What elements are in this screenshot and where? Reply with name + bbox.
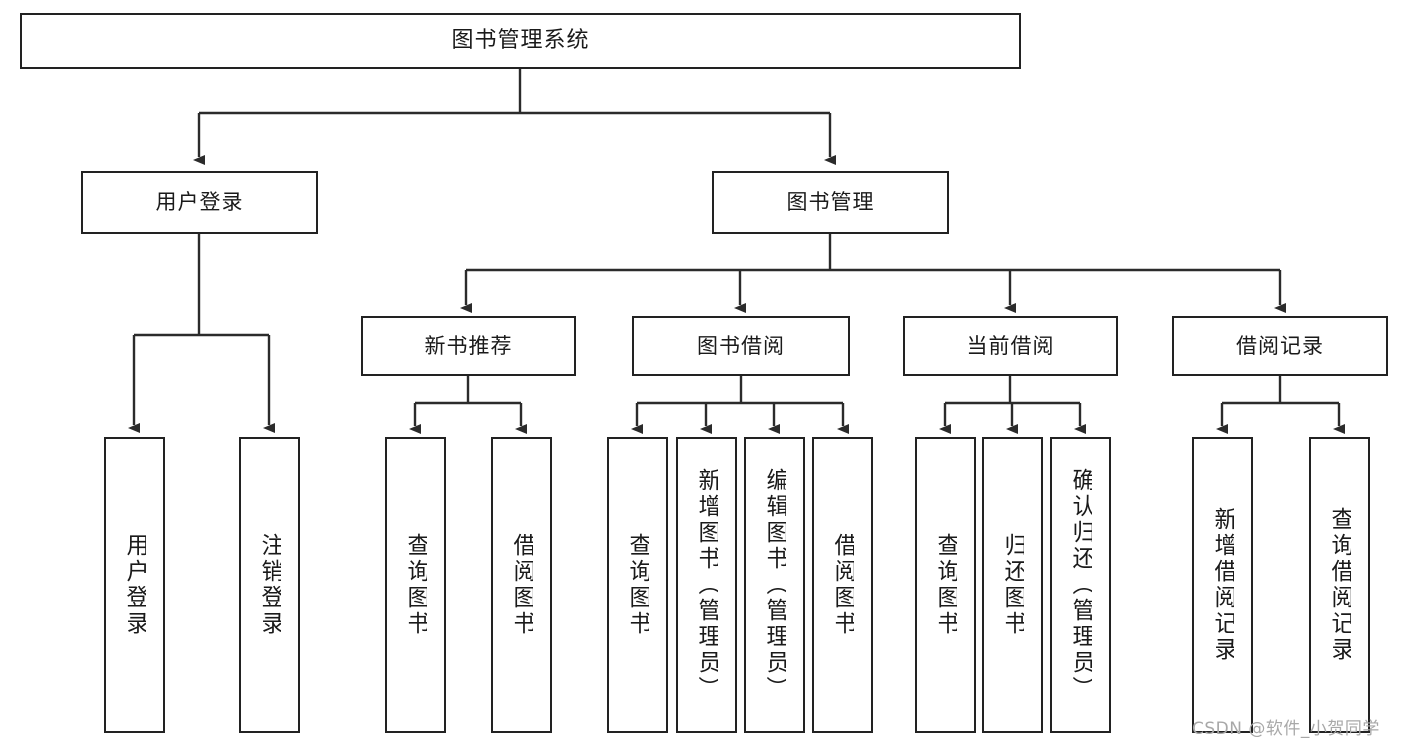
node-label: 图书管理系统 [451, 28, 590, 54]
leaf-current-return-book[interactable]: 归还图书 [982, 437, 1043, 733]
node-label: 图书管理 [786, 190, 875, 215]
leaf-user-login-login[interactable]: 用户登录 [104, 437, 165, 733]
node-label: 用户登录 [123, 533, 146, 637]
leaf-current-query-book[interactable]: 查询图书 [915, 437, 976, 733]
leaf-borrow-borrow-book[interactable]: 借阅图书 [812, 437, 873, 733]
node-label: 图书借阅 [697, 333, 785, 358]
node-book-borrow[interactable]: 图书借阅 [632, 316, 850, 376]
watermark-text: CSDN @软件_小贺同学 [1192, 719, 1380, 739]
leaf-borrow-edit-book-admin[interactable]: 编辑图书（管理员） [744, 437, 805, 733]
node-label: 归还图书 [1001, 533, 1024, 637]
node-label: 查询借阅记录 [1328, 507, 1351, 663]
leaf-recommend-borrow-book[interactable]: 借阅图书 [491, 437, 552, 733]
node-label: 注销登录 [258, 533, 281, 637]
node-label: 用户登录 [155, 190, 244, 215]
leaf-user-login-logout[interactable]: 注销登录 [239, 437, 300, 733]
node-label: 确认归还（管理员） [1069, 468, 1092, 702]
node-label: 新增图书（管理员） [695, 468, 718, 702]
node-label: 借阅图书 [831, 533, 854, 637]
node-book-management[interactable]: 图书管理 [712, 171, 949, 234]
node-borrow-records[interactable]: 借阅记录 [1172, 316, 1388, 376]
leaf-borrow-query-book[interactable]: 查询图书 [607, 437, 668, 733]
node-label: 借阅图书 [510, 533, 533, 637]
leaf-records-query-record[interactable]: 查询借阅记录 [1309, 437, 1370, 733]
node-new-book-recommend[interactable]: 新书推荐 [361, 316, 576, 376]
leaf-records-add-record[interactable]: 新增借阅记录 [1192, 437, 1253, 733]
node-label: 查询图书 [626, 533, 649, 637]
leaf-borrow-add-book-admin[interactable]: 新增图书（管理员） [676, 437, 737, 733]
node-label: 查询图书 [934, 533, 957, 637]
node-label: 新增借阅记录 [1211, 507, 1234, 663]
node-current-borrow[interactable]: 当前借阅 [903, 316, 1118, 376]
node-label: 新书推荐 [424, 333, 513, 358]
node-label: 查询图书 [404, 533, 427, 637]
node-user-login[interactable]: 用户登录 [81, 171, 318, 234]
node-root-library-system[interactable]: 图书管理系统 [20, 13, 1021, 69]
leaf-recommend-query-book[interactable]: 查询图书 [385, 437, 446, 733]
leaf-current-confirm-return-admin[interactable]: 确认归还（管理员） [1050, 437, 1111, 733]
node-label: 编辑图书（管理员） [763, 468, 786, 702]
node-label: 借阅记录 [1236, 333, 1324, 358]
node-label: 当前借阅 [966, 333, 1055, 358]
